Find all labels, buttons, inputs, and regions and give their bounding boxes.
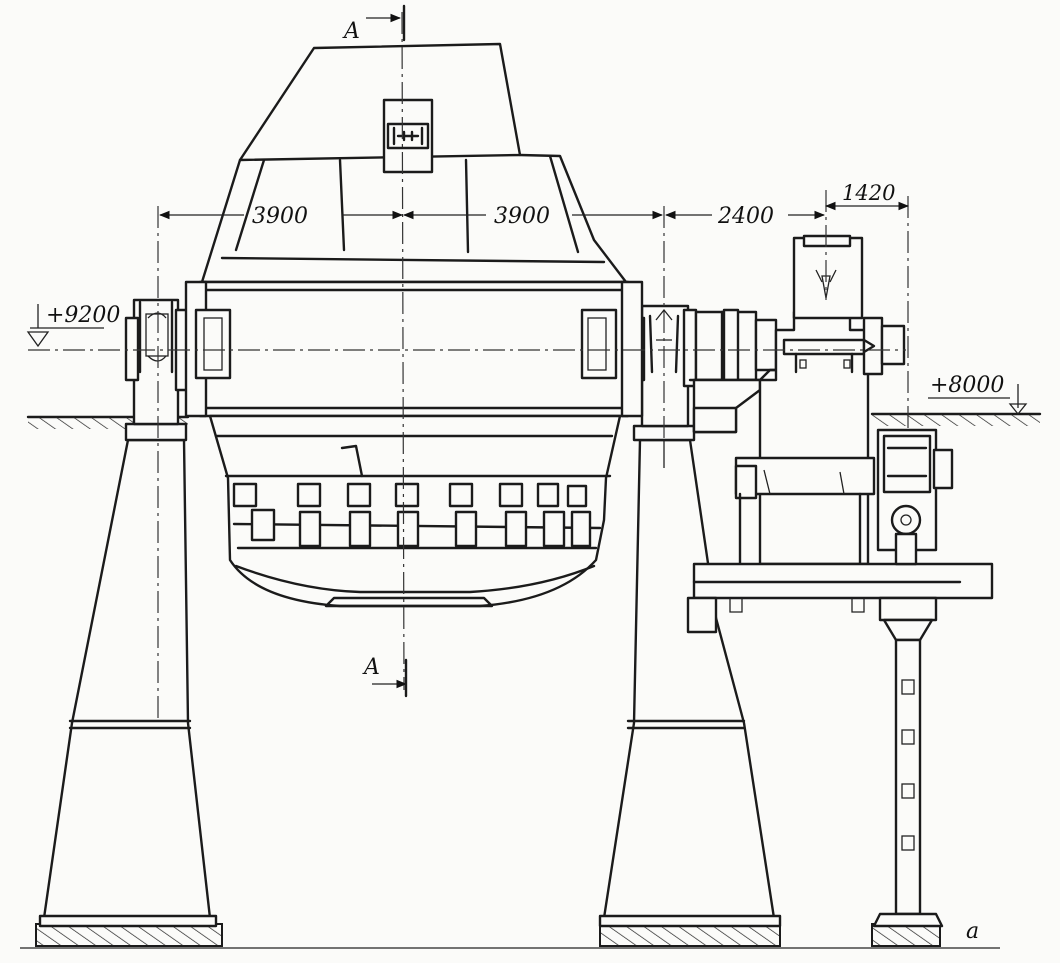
section-label-top: A [342,19,360,44]
floor-right [870,412,1042,426]
elevation-marker-9200 [26,304,104,348]
motor-unit [876,428,954,566]
elevation-trunnion-axis: +9200 [46,303,120,328]
tilt-drive [688,234,906,566]
elevation-platform: +8000 [930,373,1004,398]
dimension-left-half: 3900 [252,204,308,229]
dimension-right-half: 3900 [494,204,550,229]
dimension-drive-offset: 2400 [717,204,774,229]
dimension-motor-offset: 1420 [842,181,895,205]
section-label-bottom: A [362,655,380,680]
ground-base [20,923,1000,949]
dimension-lines [158,4,910,698]
figure-label: a [966,919,979,944]
converter-vessel [184,42,644,608]
elevation-marker-8000 [928,384,1028,416]
vertical-drive-shaft [872,596,944,928]
left-support-column [38,298,218,928]
bracket-row [232,482,592,548]
drive-platform [686,562,994,634]
